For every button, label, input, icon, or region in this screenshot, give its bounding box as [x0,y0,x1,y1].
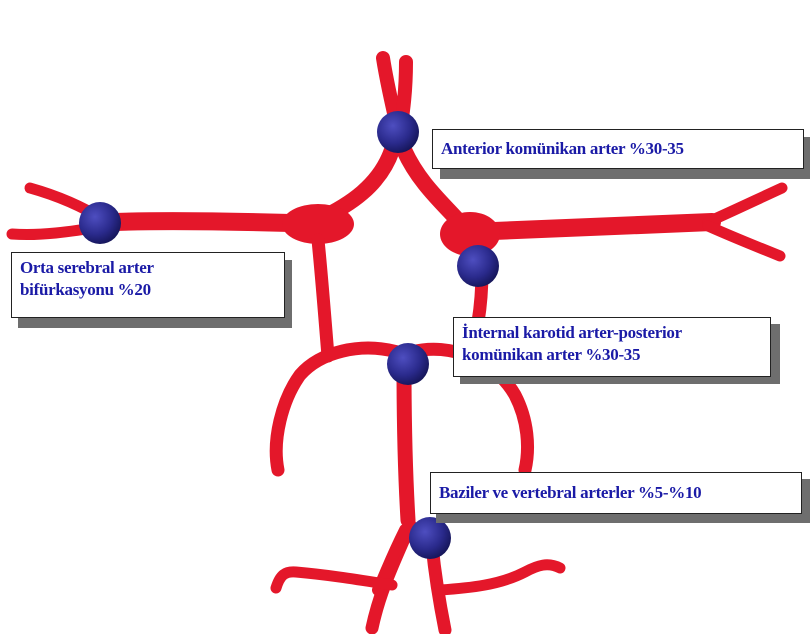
aneurysm-marker-posterior-communicating [387,343,429,385]
posterior-communicating-left [318,240,328,356]
middle-cerebral-artery-right [470,222,712,232]
label-middle-cerebral-line1: Orta serebral arter [20,257,276,279]
vertebral-branch-right [440,565,560,590]
mca-right-branch-lower [708,226,780,256]
aneurysm-marker-basilar [409,517,451,559]
label-internal-carotid-line1: İnternal karotid arter-posterior [462,322,762,344]
label-basilar-vertebral-text: Baziler ve vertebral arterler %5-%10 [439,482,793,504]
posterior-cerebral-left [276,348,398,470]
mca-right-branch-upper [708,188,782,222]
aneurysm-marker-anterior-communicating [377,111,419,153]
label-middle-cerebral-line2: bifürkasyonu %20 [20,279,276,301]
label-anterior-communicating: Anterior komünikan arter %30-35 [432,129,804,169]
label-internal-carotid: İnternal karotid arter-posterior komünik… [453,317,771,377]
basilar-artery [404,366,408,520]
label-internal-carotid-line2: komünikan arter %30-35 [462,344,762,366]
label-anterior-communicating-text: Anterior komünikan arter %30-35 [441,138,795,160]
aneurysm-marker-internal-carotid [457,245,499,287]
label-basilar-vertebral: Baziler ve vertebral arterler %5-%10 [430,472,802,514]
aneurysm-marker-middle-cerebral [79,202,121,244]
label-middle-cerebral: Orta serebral arter bifürkasyonu %20 [11,252,285,318]
vertebral-branch-left [276,572,392,588]
